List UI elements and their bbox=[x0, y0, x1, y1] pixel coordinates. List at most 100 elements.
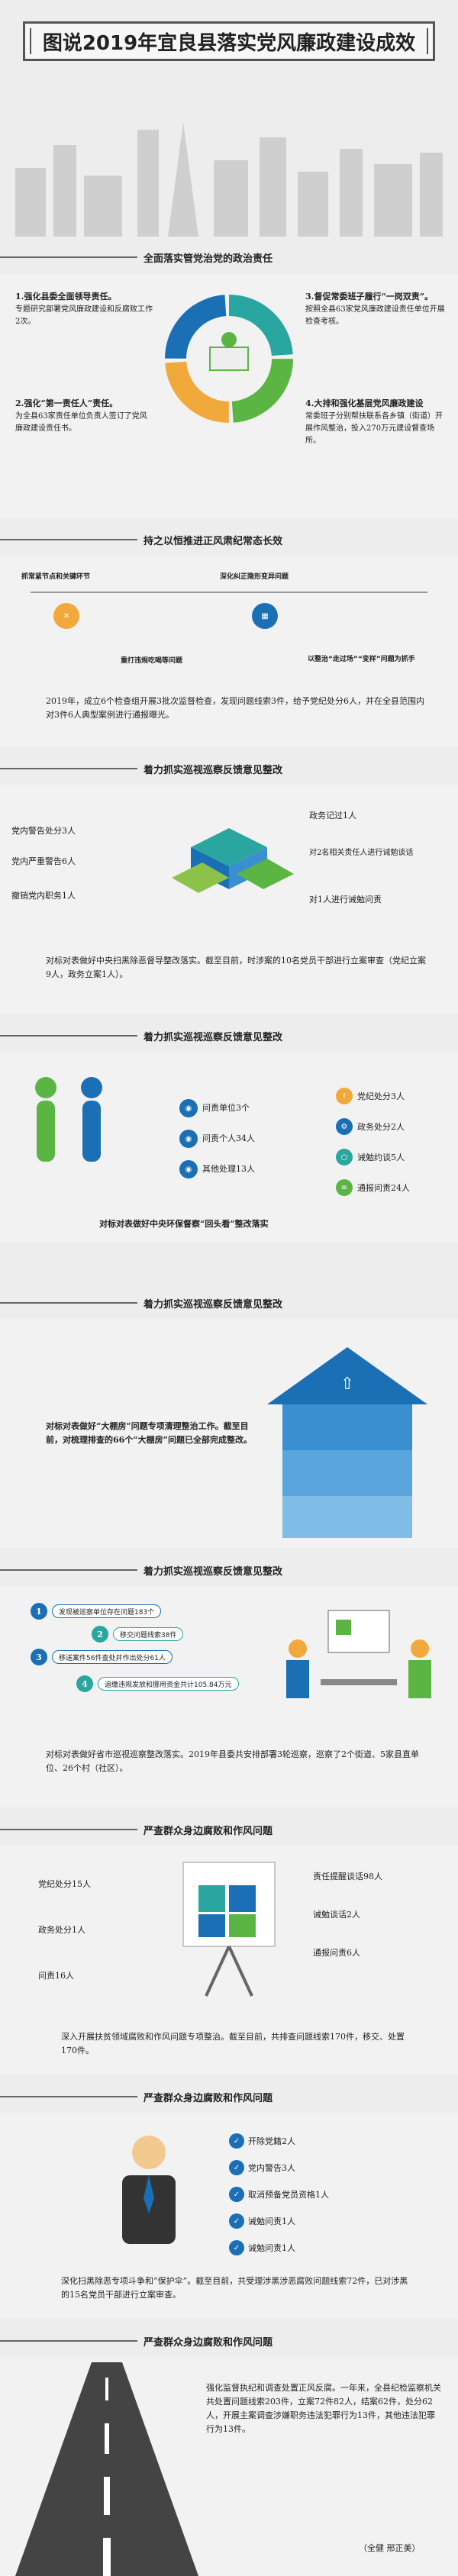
persons-held: 问责个人34人 bbox=[202, 1133, 255, 1143]
talk-warn: 诫勉约谈5人 bbox=[357, 1153, 405, 1162]
unit-icon: ◉ bbox=[179, 1099, 198, 1117]
item-2-title: 2.强化“第一责任人”责任。 bbox=[15, 398, 118, 408]
other-handled: 其他处理13人 bbox=[202, 1164, 255, 1174]
item-3: 3.督促常委班子履行“一岗双责”。 按照全县63家党风廉政建设责任单位开展检查考… bbox=[305, 290, 447, 328]
admin-demerit: 政务记过1人 bbox=[309, 811, 356, 821]
chip-key-nodes: 抓常紧节点和关键环节 bbox=[21, 572, 91, 581]
admin-punish-1: 政务处分1人 bbox=[38, 1925, 85, 1935]
step-4-badge: 4 bbox=[76, 1675, 93, 1692]
section-2-heading-text: 持之以恒推进正风肃纪常态长效 bbox=[144, 535, 283, 547]
admin-punish: 政务处分2人 bbox=[357, 1122, 405, 1132]
expel-2: 开除党籍2人 bbox=[248, 2136, 295, 2146]
accountability-icon-a: ✓ bbox=[229, 2213, 244, 2229]
bell-icon: ! bbox=[336, 1088, 353, 1104]
person-icon: ◉ bbox=[179, 1130, 198, 1148]
section-8-panel bbox=[0, 2113, 458, 2319]
section-8-heading-text: 严查群众身边腐败和作风问题 bbox=[144, 2092, 273, 2104]
section-9-heading: 严查群众身边腐败和作风问题 bbox=[0, 2328, 458, 2354]
party-warn-3: 党内警告3人 bbox=[248, 2163, 295, 2173]
step-1-badge: 1 bbox=[31, 1603, 47, 1620]
section-8-heading: 严查群众身边腐败和作风问题 bbox=[0, 2084, 458, 2110]
section-3-summary: 对标对表做好中央扫黑除恶督导整改落实。截至目前，时涉案的10名党员干部进行立案审… bbox=[46, 956, 426, 979]
step-3: 移送案件56件查处并作出处分61人 bbox=[52, 1650, 173, 1664]
responsibility-ring bbox=[165, 295, 293, 423]
meeting-illustration bbox=[286, 1610, 431, 1698]
item-4: 4.大排和强化基层党风廉政建设 常委班子分别帮扶联系各乡镇（街道）开展作风整治，… bbox=[305, 397, 447, 447]
section-4-summary: 对标对表做好中央环保督察“回头看”整改落实 bbox=[99, 1219, 269, 1229]
report-accountability: 通报问责24人 bbox=[357, 1183, 410, 1193]
warn-talk-2: 诫勉谈话2人 bbox=[313, 1910, 360, 1920]
step-2: 移交问题线索38件 bbox=[113, 1627, 184, 1641]
section-5-summary: 对标对表做好“大棚房”问题专项清理整治工作。截至目前，对梳理排查的66个“大棚房… bbox=[46, 1421, 252, 1445]
section-2-panel bbox=[0, 556, 458, 746]
section-5-heading-text: 着力抓实巡视巡察反馈意见整改 bbox=[144, 1298, 283, 1311]
party-punish-15: 党纪处分15人 bbox=[38, 1879, 91, 1889]
punish-warn: 党内警告处分3人 bbox=[11, 826, 76, 836]
section-7-heading-text: 严查群众身边腐败和作风问题 bbox=[144, 1825, 273, 1837]
section-7-heading: 严查群众身边腐败和作风问题 bbox=[0, 1817, 458, 1843]
chat-icon: ○ bbox=[336, 1149, 353, 1165]
accountability-16: 问责16人 bbox=[38, 1971, 74, 1981]
item-1-title: 1.强化县委全面领导责任。 bbox=[15, 292, 117, 301]
warn-icon: ✓ bbox=[229, 2160, 244, 2175]
item-2-body: 为全县63家责任单位负责人签订了党风廉政建设责任书。 bbox=[15, 412, 147, 433]
section-9-heading-text: 严查群众身边腐败和作风问题 bbox=[144, 2336, 273, 2349]
section-4-panel bbox=[0, 1052, 458, 1243]
step-4: 追缴违规发放和挪用资金共计105.84万元 bbox=[98, 1677, 239, 1691]
step-2-badge: 2 bbox=[92, 1626, 108, 1643]
item-3-title: 3.督促常委班子履行“一岗双责”。 bbox=[305, 292, 434, 301]
item-1-body: 专题研究部署党风廉政建设和反腐败工作2次。 bbox=[15, 305, 153, 326]
accountability-1a: 诫勉问责1人 bbox=[248, 2217, 295, 2226]
section-1-heading-text: 全面落实管党治党的政治责任 bbox=[144, 253, 273, 265]
timeline-line bbox=[31, 592, 427, 593]
section-6-heading-text: 着力抓实巡视巡察反馈意见整改 bbox=[144, 1565, 283, 1578]
svg-text:⇧: ⇧ bbox=[340, 1375, 354, 1394]
people-icon bbox=[35, 1077, 102, 1162]
road-illustration bbox=[15, 2362, 198, 2576]
section-3-heading-text: 着力抓实巡视巡察反馈意见整改 bbox=[144, 764, 283, 776]
expel-icon: ✓ bbox=[229, 2133, 244, 2149]
step-1: 发现被巡察单位存在问题183个 bbox=[52, 1604, 162, 1618]
skyline-illustration bbox=[15, 122, 443, 237]
item-4-title: 4.大排和强化基层党风廉政建设 bbox=[305, 398, 424, 408]
report-icon: ≡ bbox=[336, 1179, 353, 1196]
talk-two: 对2名相关责任人进行诫勉谈话 bbox=[309, 849, 414, 857]
official-illustration bbox=[122, 2136, 176, 2244]
author-credit: （全健 邢正美） bbox=[359, 2543, 421, 2553]
section-2-summary: 2019年，成立6个检查组开展3批次监督检查，发现问题线索3件，给予党纪处分6人… bbox=[46, 696, 424, 720]
page-title-text: 图说2019年宜良县落实党风廉政建设成效 bbox=[42, 31, 416, 55]
remind-talk-98: 责任提醒谈话98人 bbox=[313, 1872, 382, 1881]
item-1: 1.强化县委全面领导责任。 专题研究部署党风廉政建设和反腐败工作2次。 bbox=[15, 290, 153, 328]
section-9-summary: 强化监督执纪和调查处置正风反腐。一年来，全县纪检监察机关共处置问题线索203件，… bbox=[206, 2383, 441, 2434]
section-7-summary: 深入开展扶贫领域腐败和作风问题专项整治。截至目前，共排查问题线索170件，移交、… bbox=[61, 2032, 405, 2055]
cancel-member-1: 取消预备党员资格1人 bbox=[248, 2190, 329, 2200]
section-4-heading-text: 着力抓实巡视巡察反馈意见整改 bbox=[144, 1031, 283, 1043]
chip-banquet: 重打违规吃喝等问题 bbox=[121, 656, 183, 665]
section-3-heading: 着力抓实巡视巡察反馈意见整改 bbox=[0, 756, 458, 782]
section-4-heading: 着力抓实巡视巡察反馈意见整改 bbox=[0, 1023, 458, 1049]
chip-hidden-variants: 深化纠正隐形变异问题 bbox=[220, 572, 289, 581]
window-icon: ▦ bbox=[252, 603, 278, 629]
punish-serious: 党内严重警告6人 bbox=[11, 856, 76, 866]
chip-formalism: 以整治“走过场”“变样”问题为抓手 bbox=[308, 655, 415, 663]
accountability-1b: 诫勉问责1人 bbox=[248, 2243, 295, 2253]
cube-illustration bbox=[172, 828, 294, 893]
section-2-heading: 持之以恒推进正风肃纪常态长效 bbox=[0, 527, 458, 553]
easel-illustration bbox=[182, 1862, 276, 1997]
item-2: 2.强化“第一责任人”责任。 为全县63家责任单位负责人签订了党风廉政建设责任书… bbox=[15, 397, 153, 435]
accountability-one: 对1人进行诫勉问责 bbox=[309, 895, 382, 904]
gear-icon: ⚙ bbox=[336, 1118, 353, 1135]
punish-dismiss: 撤销党内职务1人 bbox=[11, 891, 76, 901]
other-icon: ◉ bbox=[179, 1160, 198, 1178]
item-3-body: 按照全县63家党风廉政建设责任单位开展检查考核。 bbox=[305, 305, 445, 326]
step-3-badge: 3 bbox=[31, 1649, 47, 1665]
report-6: 通报问责6人 bbox=[313, 1948, 360, 1958]
section-3-panel bbox=[0, 785, 458, 1014]
section-6-summary: 对标对表做好省市巡视巡察整改落实。2019年县委共安排部署3轮巡察，巡察了2个街… bbox=[46, 1749, 419, 1773]
cancel-icon: ✓ bbox=[229, 2187, 244, 2202]
page-title: 图说2019年宜良县落实党风廉政建设成效 bbox=[23, 21, 435, 61]
item-4-body: 常委班子分别帮扶联系各乡镇（街道）开展作风整治，投入270万元建设督查场所。 bbox=[305, 412, 443, 445]
section-6-heading: 着力抓实巡视巡察反馈意见整改 bbox=[0, 1557, 458, 1583]
meal-icon: ✕ bbox=[53, 603, 79, 629]
house-illustration: ⇧ bbox=[267, 1347, 427, 1538]
